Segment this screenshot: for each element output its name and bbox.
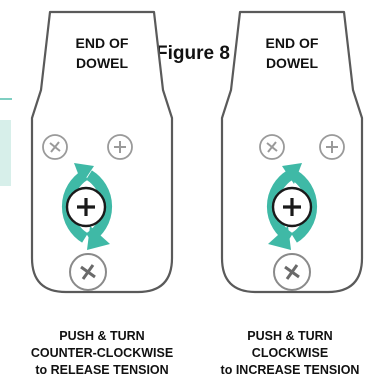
caption-line: COUNTER-CLOCKWISE [30,346,174,360]
caption-counter-clockwise: PUSH & TURN COUNTER-CLOCKWISE to RELEASE… [27,328,177,379]
panel-title: END OF DOWEL [212,33,372,73]
caption-line: to RELEASE TENSION [35,363,169,377]
panel-title: END OF DOWEL [22,33,182,73]
bottom-screw-icon [69,253,107,291]
panel-counter-clockwise: END OF DOWEL [22,0,182,310]
small-screw-icon [42,134,68,160]
panel-title-line: END OF [75,35,129,51]
side-accent-line [0,98,12,100]
small-screw-icon [107,134,133,160]
figure-title: Figure 8 [156,43,230,64]
small-screw-icon [319,134,345,160]
panel-title-line: DOWEL [265,55,319,71]
plate-outline [220,10,364,294]
center-screw-icon [65,186,107,228]
small-screw-icon [259,134,285,160]
dowel-end-plate-left [30,10,174,294]
caption-line: to INCREASE TENSION [220,363,360,377]
bottom-screw-icon [273,253,311,291]
center-screw-icon [271,186,313,228]
caption-line: PUSH & TURN [59,329,145,343]
dowel-end-plate-right [220,10,364,294]
caption-line: PUSH & TURN [247,329,333,343]
panel-clockwise: END OF DOWEL [212,0,372,310]
side-accent-block [0,120,11,186]
panel-title-line: END OF [265,35,319,51]
caption-line: CLOCKWISE [251,346,329,360]
caption-clockwise: PUSH & TURN CLOCKWISE to INCREASE TENSIO… [215,328,365,379]
panel-title-line: DOWEL [75,55,129,71]
